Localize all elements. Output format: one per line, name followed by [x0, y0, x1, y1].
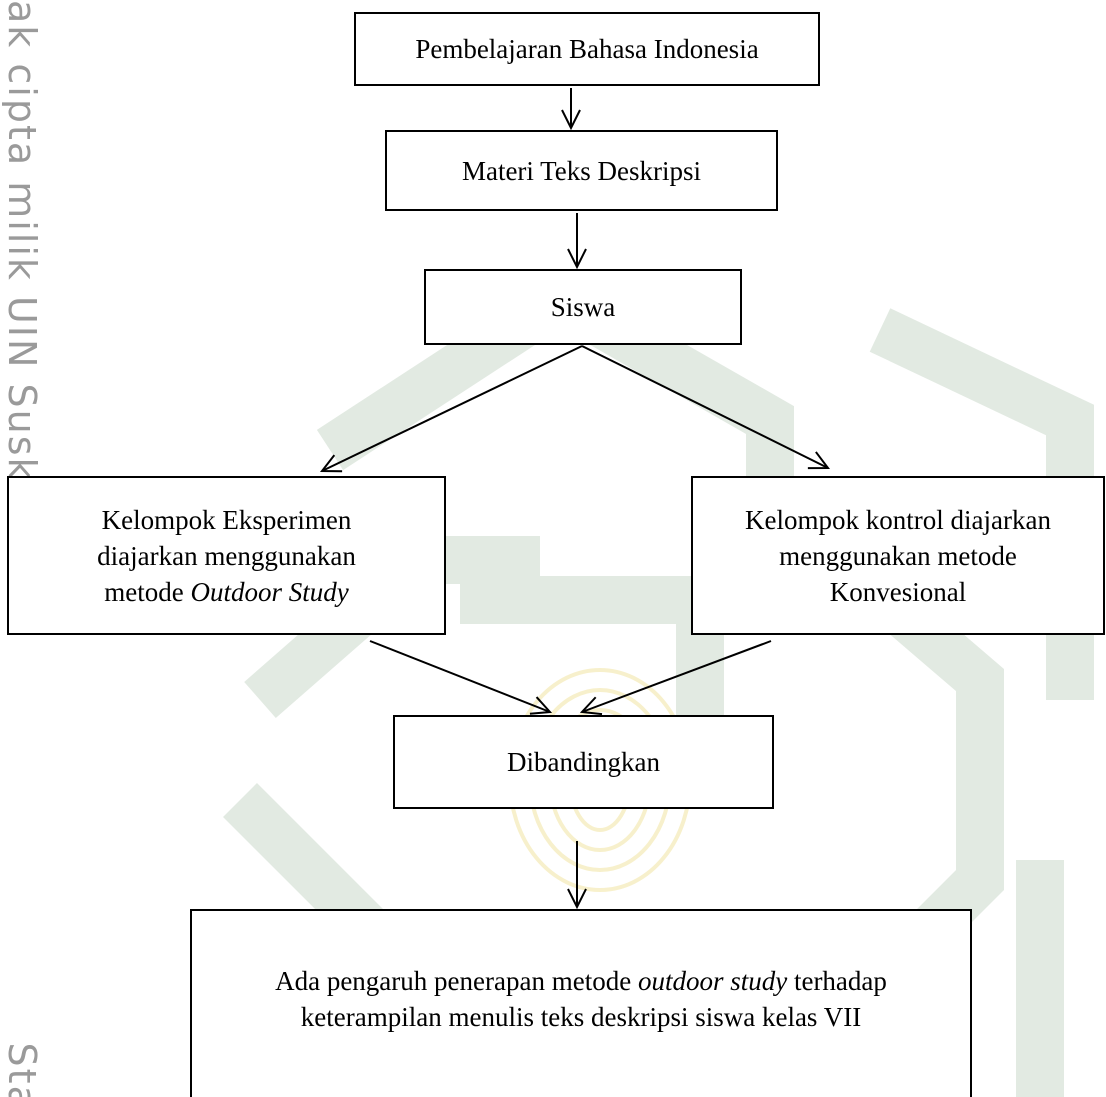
box-pembelajaran-text: Pembelajaran Bahasa Indonesia [415, 34, 759, 64]
arrow-5-6 [582, 640, 772, 712]
box-kesimpulan-line1-italic: outdoor study [637, 966, 788, 996]
box-dibandingkan-text: Dibandingkan [507, 747, 660, 777]
box-eksperimen-line2: diajarkan menggunakan [97, 540, 356, 571]
box-siswa-text: Siswa [550, 292, 616, 322]
box-kelompok-kontrol: Kelompok kontrol diajarkan menggunakan m… [691, 476, 1105, 635]
arrow-3-4 [322, 345, 583, 471]
box-kontrol-line1: Kelompok kontrol diajarkan [745, 504, 1051, 535]
box-kesimpulan-line1-suffix: terhadap [787, 966, 887, 996]
box-kontrol-line3: Konvesional [829, 576, 967, 607]
arrow-4-6 [369, 640, 550, 712]
box-eksperimen-line3-prefix: metode [104, 576, 191, 607]
arrow-3-5 [581, 345, 828, 468]
box-kesimpulan-line2: keterampilan menulis teks deskripsi sisw… [300, 1002, 862, 1032]
box-materi-text: Materi Teks Deskripsi [461, 155, 702, 186]
box-pembelajaran: Pembelajaran Bahasa Indonesia [354, 12, 820, 86]
box-eksperimen-line1: Kelompok Eksperimen [101, 504, 352, 535]
box-siswa: Siswa [424, 269, 742, 345]
side-watermark-bottom: Sta [2, 1042, 42, 1097]
box-kelompok-eksperimen: Kelompok Eksperimen diajarkan menggunaka… [7, 476, 446, 635]
box-kesimpulan-line1-prefix: Ada pengaruh penerapan metode [275, 966, 638, 996]
box-dibandingkan: Dibandingkan [393, 715, 774, 809]
box-kesimpulan-line1: Ada pengaruh penerapan metode outdoor st… [275, 963, 887, 999]
box-kontrol-line2: menggunakan metode [779, 540, 1017, 571]
box-eksperimen-line3: metode Outdoor Study [97, 574, 356, 610]
box-eksperimen-line3-italic: Outdoor Study [190, 576, 349, 607]
box-kesimpulan: Ada pengaruh penerapan metode outdoor st… [190, 909, 972, 1097]
box-materi: Materi Teks Deskripsi [385, 130, 778, 211]
